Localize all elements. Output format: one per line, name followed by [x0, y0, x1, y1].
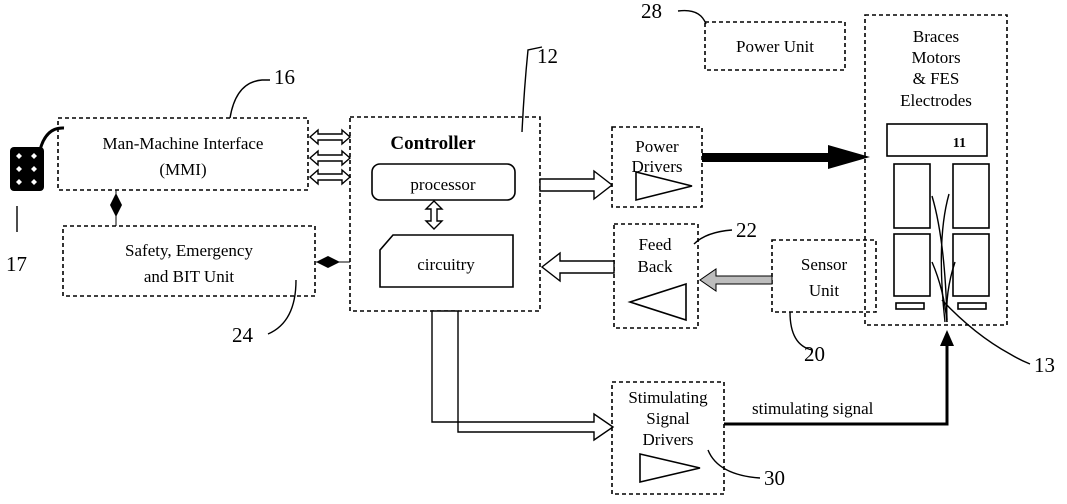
braces-label-4: Electrodes — [900, 91, 972, 110]
electrode-pads — [893, 163, 990, 323]
braces-display-value: 11 — [953, 136, 966, 151]
mmi-controller-arrows — [308, 128, 352, 186]
controller-to-stim-arrow — [431, 310, 615, 442]
ref-12: 12 — [537, 44, 558, 68]
mmi-box — [57, 117, 309, 191]
ref-24: 24 — [232, 323, 254, 347]
amplifier-icon — [635, 170, 693, 202]
power-drivers-box — [611, 126, 703, 208]
stim-drivers-label-3: Drivers — [643, 430, 694, 449]
circuitry-box — [379, 234, 514, 288]
stimulating-signal-line — [724, 330, 954, 426]
sensor-unit-label-1: Sensor — [801, 255, 848, 274]
processor-circuitry-arrow — [424, 200, 444, 230]
sensor-to-feedback-arrow — [699, 268, 773, 292]
ref-13: 13 — [1034, 353, 1055, 377]
power-to-braces-arrow — [702, 145, 870, 169]
stim-drivers-label-2: Signal — [646, 409, 690, 428]
controller-label: Controller — [390, 133, 476, 154]
mmi-label-1: Man-Machine Interface — [103, 134, 264, 153]
feedback-box — [613, 223, 699, 329]
feedback-amplifier-icon — [627, 282, 687, 322]
braces-box — [864, 14, 1008, 326]
stim-amplifier-icon — [639, 452, 701, 484]
braces-label-3: & FES — [913, 69, 960, 88]
leader-13 — [941, 299, 1031, 365]
braces-label-1: Braces — [913, 27, 959, 46]
safety-box — [62, 225, 316, 297]
braces-display — [886, 123, 988, 157]
power-unit-box — [704, 21, 846, 71]
ref-17: 17 — [6, 252, 27, 276]
safety-label-2: and BIT Unit — [144, 267, 235, 286]
sensor-unit-label-2: Unit — [809, 281, 840, 300]
safety-label-1: Safety, Emergency — [125, 241, 253, 260]
power-drivers-label-1: Power — [635, 137, 679, 156]
braces-label-2: Motors — [911, 48, 960, 67]
stim-drivers-box — [611, 381, 725, 495]
sensor-unit-box — [771, 239, 877, 313]
feedback-label-1: Feed — [638, 235, 672, 254]
power-drivers-label-2: Drivers — [632, 157, 683, 176]
power-unit-label: Power Unit — [736, 37, 814, 56]
stimulating-signal-label: stimulating signal — [752, 399, 874, 418]
feedback-label-2: Back — [638, 257, 673, 276]
processor-label: processor — [410, 175, 475, 194]
ref-20: 20 — [804, 342, 825, 366]
feedback-to-controller-arrow — [540, 251, 615, 283]
ref-16: 16 — [274, 65, 295, 89]
remote-control-icon — [10, 126, 65, 232]
stim-drivers-label-1: Stimulating — [628, 388, 708, 407]
processor-box — [371, 163, 516, 201]
ref-28: 28 — [641, 0, 662, 23]
ref-22: 22 — [736, 218, 757, 242]
circuitry-label: circuitry — [417, 255, 475, 274]
mmi-label-2: (MMI) — [159, 160, 206, 179]
ref-30: 30 — [764, 466, 785, 490]
controller-to-power-arrow — [539, 169, 614, 201]
